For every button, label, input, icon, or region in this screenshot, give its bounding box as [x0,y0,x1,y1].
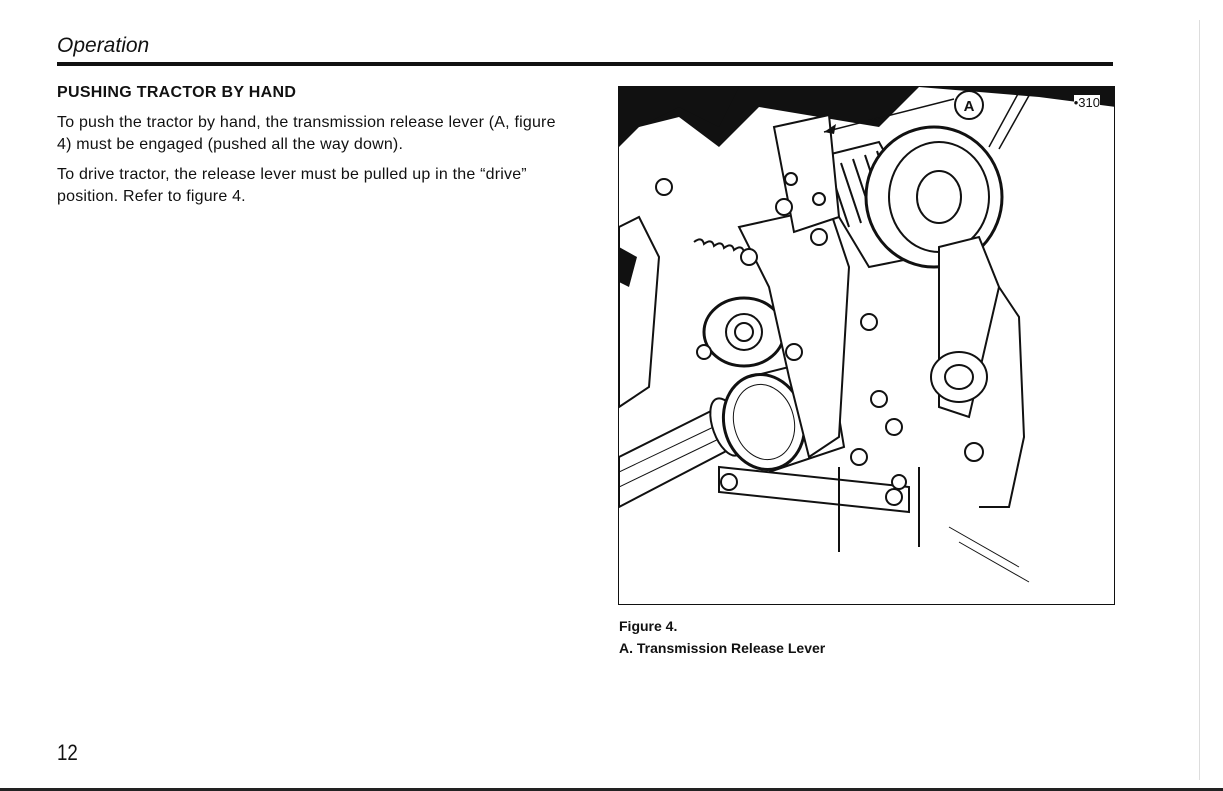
right-edge-line [1199,20,1200,780]
figure-caption: A. Transmission Release Lever [619,640,825,656]
page-number: 12 [57,740,78,766]
figure-illustration: A •310 [618,86,1115,605]
transmission-line-drawing: A [619,87,1115,605]
header-title: Operation [57,34,149,58]
figure-number: Figure 4. [619,618,677,634]
paragraph-drive-position: To drive tractor, the release lever must… [57,164,562,208]
callout-label: A [964,98,975,115]
paragraph-push-by-hand: To push the tractor by hand, the transmi… [57,112,562,156]
section-heading: PUSHING TRACTOR BY HAND [57,84,296,102]
figure-code: •310 [1074,95,1100,110]
header-rule [57,62,1113,66]
